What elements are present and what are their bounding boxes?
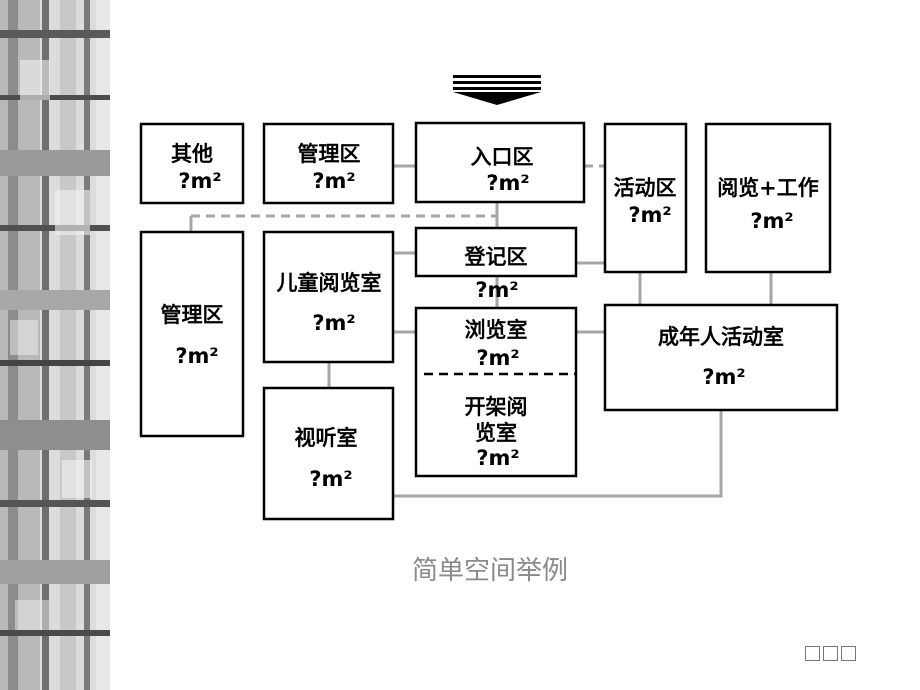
area-av: ?m² bbox=[309, 467, 352, 491]
area-register: ?m² bbox=[475, 278, 518, 302]
area-other: ?m² bbox=[178, 169, 221, 193]
box-mgmt1 bbox=[262, 122, 395, 205]
area-children: ?m² bbox=[312, 311, 355, 335]
area-readwork: ?m² bbox=[750, 209, 793, 233]
box-register bbox=[414, 226, 578, 278]
area-mgmt2: ?m² bbox=[175, 344, 218, 368]
connector-adult-av bbox=[393, 410, 723, 498]
caption: 简单空间举例 bbox=[411, 556, 568, 586]
label-register: 登记区 bbox=[464, 245, 528, 269]
boxes bbox=[139, 121, 839, 521]
label-other: 其他 bbox=[171, 142, 213, 166]
down-arrow-icon bbox=[453, 75, 541, 105]
area-browse: ?m² bbox=[476, 346, 519, 370]
area-activity: ?m² bbox=[628, 203, 671, 227]
label-children: 儿童阅览室 bbox=[277, 271, 382, 295]
box-adult bbox=[603, 303, 839, 412]
area-entry: ?m² bbox=[486, 171, 529, 195]
connectors bbox=[189, 164, 773, 498]
label-adult: 成年人活动室 bbox=[658, 325, 784, 349]
box-other bbox=[139, 122, 245, 205]
box-entry bbox=[414, 121, 586, 204]
decorative-sidebar-image bbox=[0, 0, 110, 690]
label-mgmt2: 管理区 bbox=[161, 303, 224, 327]
label-readwork: 阅览+工作 bbox=[717, 176, 819, 200]
home-slide-button[interactable] bbox=[823, 646, 838, 661]
area-openshelf: ?m² bbox=[476, 446, 519, 470]
slide-nav bbox=[805, 646, 856, 661]
box-mgmt2 bbox=[139, 230, 245, 438]
next-slide-button[interactable] bbox=[841, 646, 856, 661]
box-av bbox=[262, 386, 395, 521]
box-browse-group bbox=[414, 306, 578, 478]
box-activity bbox=[603, 122, 688, 274]
box-children bbox=[262, 230, 395, 364]
label-mgmt1: 管理区 bbox=[298, 142, 361, 166]
label-activity: 活动区 bbox=[614, 176, 677, 200]
label-entry: 入口区 bbox=[471, 145, 534, 169]
area-mgmt1: ?m² bbox=[312, 169, 355, 193]
label-openshelf-2: 览室 bbox=[475, 421, 517, 445]
area-adult: ?m² bbox=[702, 365, 745, 389]
prev-slide-button[interactable] bbox=[805, 646, 820, 661]
label-openshelf-1: 开架阅 bbox=[465, 395, 528, 419]
box-readwork bbox=[704, 122, 832, 274]
label-browse: 浏览室 bbox=[465, 318, 528, 342]
label-av: 视听室 bbox=[295, 426, 358, 450]
